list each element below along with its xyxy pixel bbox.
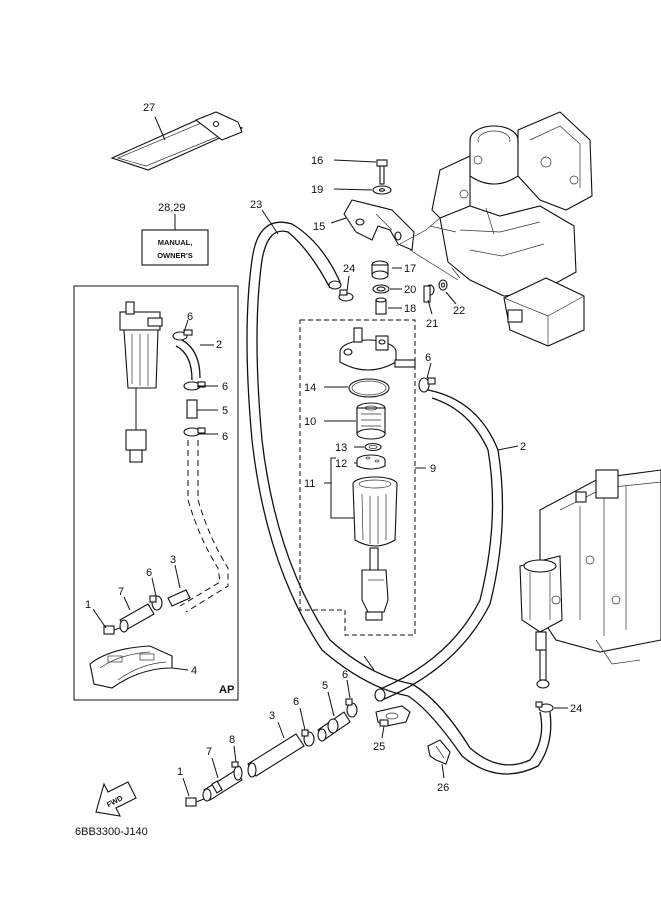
label-6-lower-right: 6	[342, 669, 348, 681]
part-3-hose	[247, 733, 305, 778]
part-6-clamp-lower-left	[301, 729, 315, 747]
part-15-bracket	[343, 199, 415, 251]
inset-label-6-top: 6	[187, 311, 193, 323]
inset-ap-tag: AP	[219, 684, 234, 696]
inset-fuel-filter	[119, 301, 163, 463]
label-20: 20	[404, 284, 416, 296]
inset-ap-box: AP	[73, 285, 239, 701]
inset-clamp-6-bottom	[149, 595, 163, 611]
part-16-bolt	[376, 159, 388, 185]
label-7: 7	[206, 746, 212, 758]
inset-clamp-6-top	[172, 329, 193, 341]
label-15: 15	[313, 221, 325, 233]
label-5: 5	[322, 680, 328, 692]
label-24-top: 24	[343, 263, 355, 275]
label-21: 21	[426, 318, 438, 330]
part-20-ring	[372, 284, 390, 294]
manual-text-line1: MANUAL,	[158, 238, 193, 247]
drawing-code: 6BB3300-J140	[75, 826, 148, 838]
inset-label-1: 1	[85, 599, 91, 611]
filter-head	[339, 327, 416, 371]
hose-2-right	[374, 389, 504, 702]
part-19-washer	[372, 185, 392, 195]
part-8-clip	[231, 761, 243, 781]
label-13: 13	[335, 442, 347, 454]
inset-label-2: 2	[216, 339, 222, 351]
label-25: 25	[373, 741, 385, 753]
part-1-bolt	[185, 797, 205, 807]
label-17: 17	[404, 263, 416, 275]
part-26-clip	[427, 739, 451, 765]
part-12-float	[356, 454, 386, 470]
hose-23	[246, 221, 552, 775]
label-2-right: 2	[520, 441, 526, 453]
label-14: 14	[304, 382, 316, 394]
engine-throttle-body	[395, 111, 593, 347]
inset-label-6-bottom: 6	[146, 567, 152, 579]
part-17-grommet	[371, 260, 389, 280]
part-14-o-ring	[348, 378, 390, 398]
fwd-arrow-icon: FWD	[95, 781, 137, 817]
engine-fuel-pump-housing	[519, 469, 661, 689]
label-24-lower: 24	[570, 703, 582, 715]
label-10: 10	[304, 416, 316, 428]
part-5-joint	[317, 711, 351, 742]
inset-label-4: 4	[191, 665, 197, 677]
inset-cover-4	[89, 645, 173, 689]
part-6-clamp-lower-right	[345, 698, 358, 718]
part-24-clamp-top	[338, 289, 354, 302]
part-6-clamp-head	[418, 377, 436, 393]
label-6-head: 6	[425, 352, 431, 364]
manual-text-line2: OWNER'S	[157, 251, 193, 260]
label-12: 12	[335, 458, 347, 470]
label-8: 8	[229, 734, 235, 746]
inset-clamp-6-mid	[183, 381, 206, 391]
inset-clamp-6-low	[183, 427, 206, 437]
label-23: 23	[250, 199, 262, 211]
part-10-filter-element	[356, 402, 386, 440]
label-18: 18	[404, 303, 416, 315]
label-26: 26	[437, 782, 449, 794]
part-24-clamp-lower	[535, 701, 554, 713]
part-7-joint	[202, 769, 243, 802]
inset-label-6-low: 6	[222, 431, 228, 443]
label-1: 1	[177, 766, 183, 778]
part-13-ring	[364, 442, 382, 452]
inset-label-3: 3	[170, 554, 176, 566]
label-28-29: 28,29	[158, 202, 186, 214]
label-19: 19	[311, 184, 323, 196]
part-27-manual-pouch	[110, 111, 244, 171]
label-3: 3	[269, 710, 275, 722]
part-21-bolt	[423, 284, 435, 303]
part-18-collar	[375, 297, 387, 315]
inset-label-6-mid: 6	[222, 381, 228, 393]
part-22-washer	[438, 279, 448, 291]
label-22: 22	[453, 305, 465, 317]
part-25-holder	[375, 705, 411, 727]
label-6-lower-left: 6	[293, 696, 299, 708]
part-28-29-owners-manual: MANUAL, OWNER'S	[141, 214, 209, 266]
inset-bolt-1	[103, 625, 121, 635]
label-11: 11	[304, 478, 315, 490]
inset-label-7: 7	[118, 586, 124, 598]
label-16: 16	[311, 155, 323, 167]
filter-assembly-9-group	[299, 319, 426, 636]
label-9: 9	[430, 463, 436, 475]
part-11-filter-cup	[352, 476, 398, 621]
inset-joint-5	[186, 399, 208, 419]
inset-label-5: 5	[222, 405, 228, 417]
inset-joint-7	[119, 603, 155, 633]
label-27: 27	[143, 102, 155, 114]
